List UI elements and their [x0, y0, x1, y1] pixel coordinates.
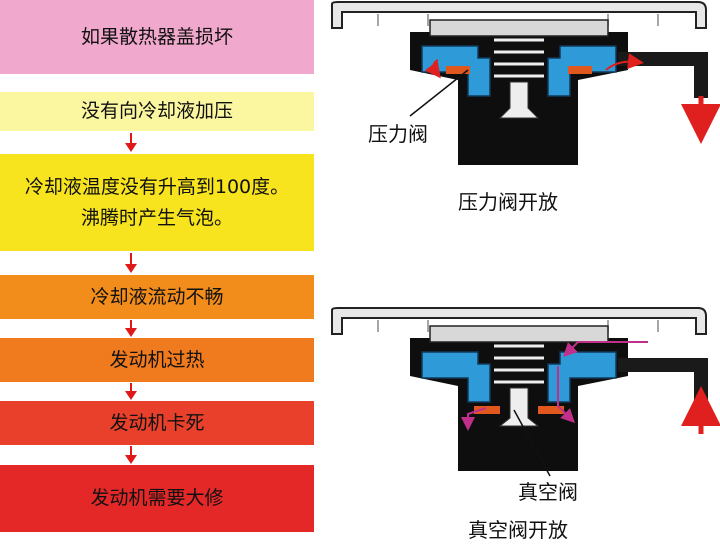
- vacuum-valve-caption: 真空阀开放: [468, 518, 568, 542]
- vacuum-valve-diagram: [331, 307, 720, 477]
- flow-step-text: 发动机卡死: [109, 411, 205, 434]
- flow-step-text-2: 沸腾时产生气泡。: [80, 206, 233, 229]
- overflow-tube: [618, 52, 708, 98]
- flow-step-text-1: 冷却液温度没有升高到100度。: [24, 176, 290, 199]
- flow-arrow: [125, 383, 137, 400]
- cap-outer-shell: [331, 307, 707, 335]
- valve-seal-right: [547, 351, 617, 403]
- radiator-cap-illustrations: [331, 1, 720, 477]
- spring-coils: [494, 344, 544, 384]
- radiator-cap-diagrams: 压力阀 压力阀开放 真空阀 真空阀开放: [318, 0, 720, 548]
- callout-leader-vacuum: [513, 409, 551, 477]
- flow-arrow-right: [605, 53, 644, 71]
- flowchart: 如果散热器盖损坏 没有向冷却液加压 冷却液温度没有升高到100度。 沸腾时产生气…: [0, 0, 318, 548]
- cap-outer-shell: [331, 1, 707, 29]
- flow-step-seized: 发动机卡死: [0, 401, 314, 445]
- vacuum-valve-label: 真空阀: [518, 480, 578, 504]
- valve-stem: [498, 81, 540, 119]
- vacuum-seal-left: [474, 406, 500, 414]
- flow-step-text: 如果散热器盖损坏: [80, 25, 233, 48]
- cap-top-plate: [429, 19, 609, 37]
- flow-step-overhaul: 发动机需要大修: [0, 465, 314, 532]
- flow-step-no-pressure: 没有向冷却液加压: [0, 92, 314, 131]
- flow-arrow: [125, 320, 137, 337]
- overflow-tube: [618, 358, 708, 404]
- vacuum-seal-right: [538, 406, 564, 414]
- flow-step-cap-damaged: 如果散热器盖损坏: [0, 0, 314, 74]
- flow-step-text: 发动机需要大修: [90, 487, 224, 510]
- flow-arrow: [125, 133, 137, 152]
- pressure-seal-right: [568, 66, 592, 74]
- cap-top-plate: [429, 325, 609, 343]
- flow-arrow: [125, 253, 137, 273]
- spring-coils: [494, 38, 544, 78]
- valve-seal-left: [421, 351, 491, 403]
- pressure-valve-caption: 压力阀开放: [458, 190, 558, 214]
- flow-arrow: [125, 446, 137, 464]
- valve-stem: [498, 387, 540, 427]
- flow-arrow-left: [424, 59, 441, 79]
- pressure-valve-diagram: [331, 1, 720, 165]
- pressure-seal-left: [446, 66, 470, 74]
- vacuum-flow-in: [563, 341, 648, 357]
- pressure-valve-label: 压力阀: [368, 122, 428, 146]
- flow-step-text: 没有向冷却液加压: [80, 100, 233, 123]
- flow-step-text: 冷却液流动不畅: [90, 285, 224, 308]
- flow-step-text: 发动机过热: [109, 348, 205, 371]
- flow-step-temp-bubbles: 冷却液温度没有升高到100度。 沸腾时产生气泡。: [0, 154, 314, 251]
- flow-step-poor-flow: 冷却液流动不畅: [0, 275, 314, 319]
- callout-leader-pressure: [409, 69, 469, 117]
- vacuum-flow-right: [557, 366, 575, 423]
- vacuum-flow-left: [461, 407, 487, 431]
- flow-step-overheat: 发动机过热: [0, 338, 314, 382]
